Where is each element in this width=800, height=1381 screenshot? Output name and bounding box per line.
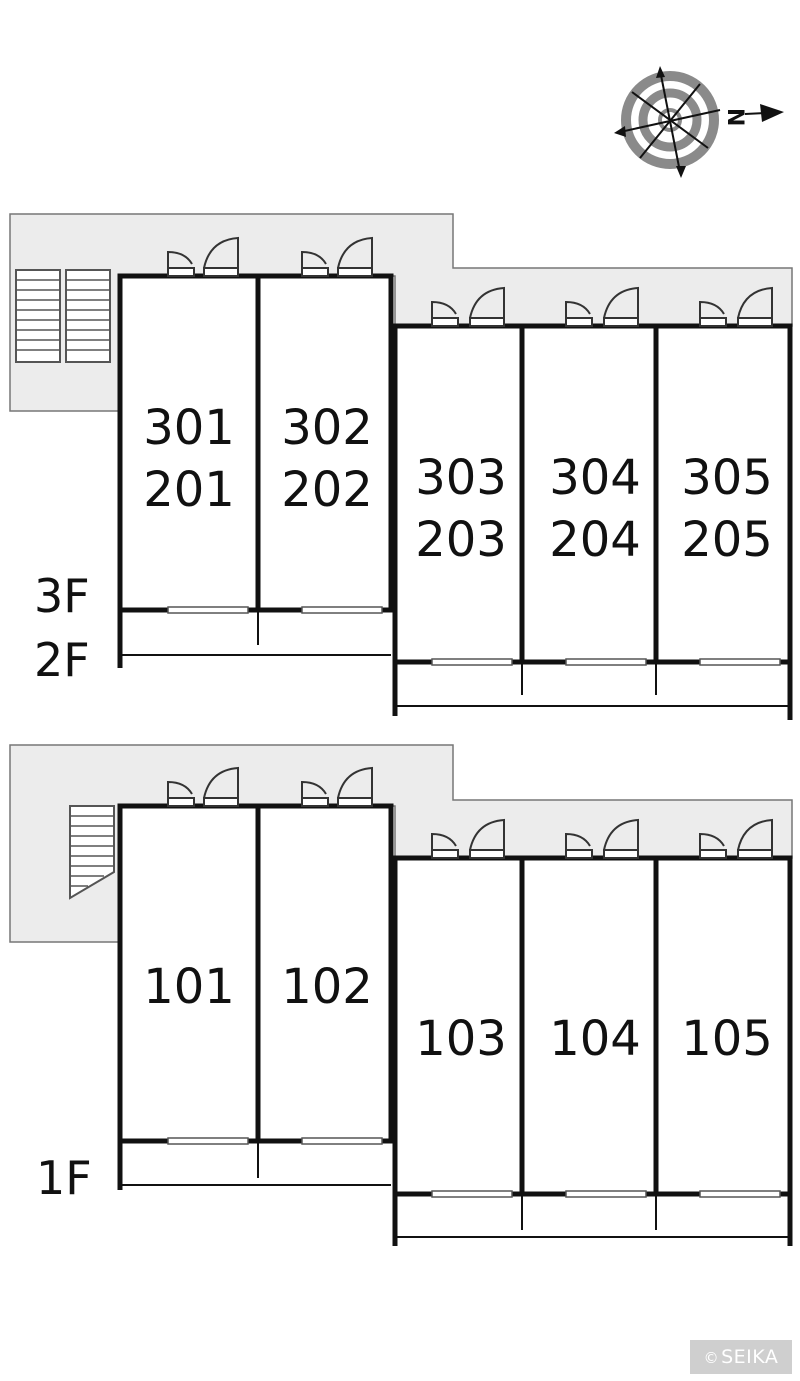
unit-number: 103	[415, 1011, 507, 1067]
unit-number: 303	[415, 450, 507, 506]
unit-number: 102	[281, 959, 373, 1015]
copyright-text: SEIKA	[721, 1346, 779, 1368]
compass-icon: N	[614, 66, 784, 178]
unit-number: 203	[415, 512, 507, 568]
unit-number: 202	[281, 462, 373, 518]
unit-number: 302	[281, 400, 373, 456]
unit-number: 205	[681, 512, 773, 568]
unit-number: 301	[143, 400, 235, 456]
unit-room	[255, 803, 394, 1144]
floor-label: 1F	[36, 1151, 92, 1205]
unit-number: 105	[681, 1011, 773, 1067]
unit-number: 101	[143, 959, 235, 1015]
unit-number: 104	[549, 1011, 641, 1067]
unit-room	[519, 855, 659, 1197]
lower-stairs-icon	[69, 805, 115, 900]
unit-number: 204	[549, 512, 641, 568]
unit-number: 304	[549, 450, 641, 506]
unit-number: 201	[143, 462, 235, 518]
upper-stairs-icon	[15, 269, 111, 363]
compass-north-letter: N	[722, 108, 747, 126]
unit-number: 305	[681, 450, 773, 506]
floor-label: 3F	[34, 569, 90, 623]
copyright-symbol: ©	[703, 1349, 720, 1367]
unit-room	[392, 855, 525, 1197]
lower-block: 101 102 103 104 105 1F	[9, 744, 793, 1246]
floor-label: 2F	[34, 633, 90, 687]
upper-block: 301 201 302 202 303 203 304 204 305 205 …	[9, 213, 793, 720]
unit-room	[653, 855, 793, 1197]
copyright-badge: ©SEIKA	[690, 1340, 792, 1374]
unit-room	[519, 323, 659, 665]
unit-room	[117, 273, 261, 613]
